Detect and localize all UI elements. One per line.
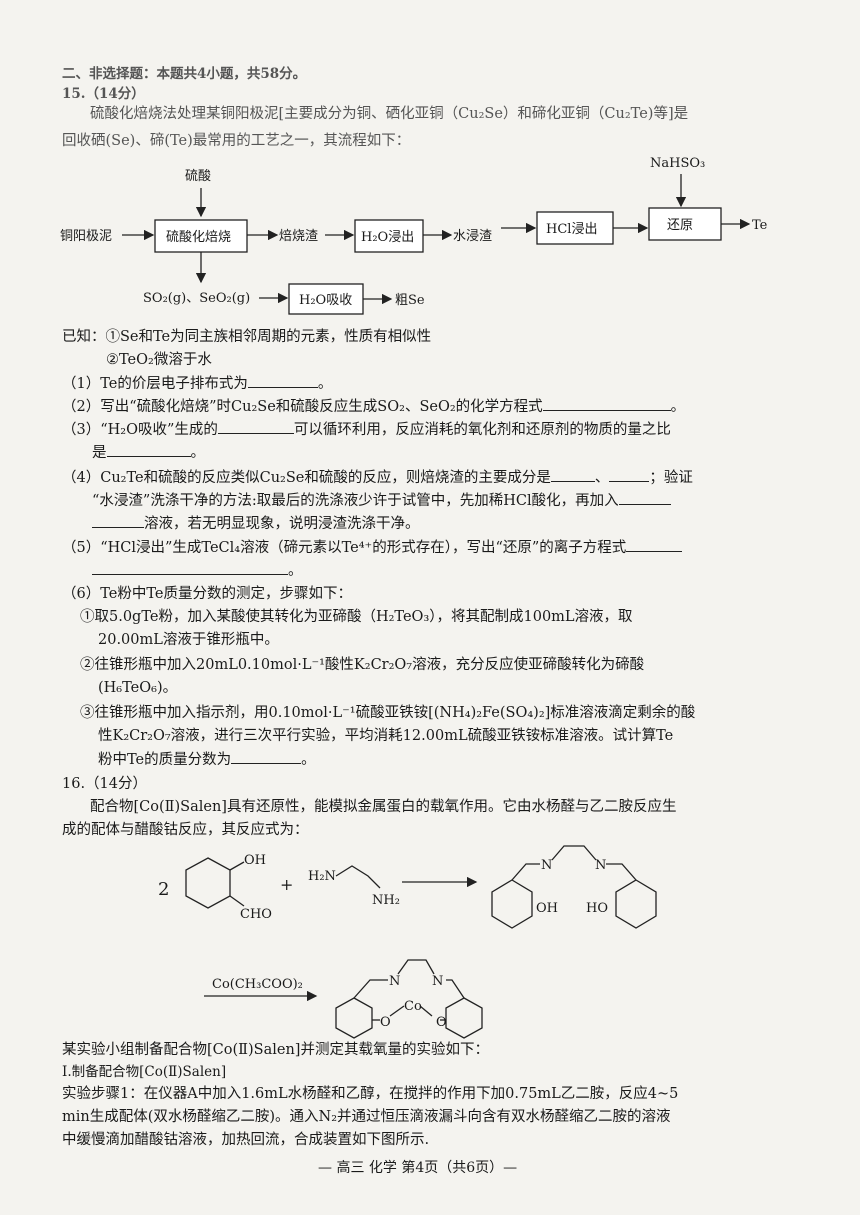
flow-reagent-nahso3: NaHSO₃ (650, 156, 705, 171)
flow-box-hcl (536, 211, 614, 245)
nitrogen-left: N (541, 858, 552, 873)
flow-reagent-sulfuric-acid: 硫酸 (185, 169, 211, 184)
benzene-ring-right (615, 879, 657, 929)
reaction-scheme: 2 OH CHO + H₂N NH₂ N N OH HO Co(CH₃COO)₂… (158, 845, 657, 1039)
answer-blank[interactable] (609, 467, 650, 482)
step-1-text: 实验步骤1：在仪器A中加入1.6mL水杨醛和乙醇，在搅拌的作用下加0.75mL乙… (62, 1086, 679, 1102)
nitrogen-right: N (595, 858, 606, 873)
flow-water-slag: 水浸渣 (453, 229, 492, 244)
step-2-cont: (H₆TeO₆)。 (98, 680, 178, 696)
q15-part-5-cont: 。 (92, 560, 303, 581)
q15-part-4-end: 溶液，若无明显现象，说明浸渣洗涤干净。 (92, 513, 420, 534)
complex-ring-right (445, 997, 483, 1039)
plus-sign: + (280, 875, 293, 894)
known-2: ②TeO₂微溶于水 (106, 352, 212, 368)
cobalt-center: Co (404, 999, 422, 1014)
complex-nitrogen-right: N (432, 974, 443, 989)
section-header: 二、非选择题：本题共4小题，共58分。 (62, 66, 307, 82)
experiment-intro: 某实验小组制备配合物[Co(Ⅱ)Salen]并测定其载氧量的实验如下： (62, 1042, 489, 1058)
q15-part-4: （4）Cu₂Te和硫酸的反应类似Cu₂Se和硫酸的反应，则焙烧渣的主要成分是、；… (62, 467, 693, 488)
step-1-cont: 20.00mL溶液于锥形瓶中。 (98, 632, 279, 648)
q15-part-6: （6）Te粉中Te质量分数的测定，步骤如下： (62, 586, 352, 602)
q15-part-3-cont: 是。 (92, 442, 205, 463)
complex-oxygen-right: O (436, 1015, 447, 1030)
answer-blank[interactable] (618, 490, 671, 505)
flow-box-h2o-absorb (288, 283, 364, 315)
aldehyde-label: CHO (240, 907, 272, 922)
ethylene-bridge (551, 845, 597, 861)
part-1-title: Ⅰ.制备配合物[Co(Ⅱ)Salen] (62, 1064, 227, 1080)
hydroxyl-left: OH (536, 901, 558, 916)
complex-nitrogen-left: N (389, 974, 400, 989)
coefficient: 2 (158, 879, 169, 900)
answer-blank[interactable] (550, 467, 595, 482)
process-flow-diagram: 硫酸 NaHSO₃ 铜阳极泥 硫酸化焙烧 焙烧渣 H₂O浸出 水浸渣 HCl浸出… (60, 156, 768, 315)
answer-blank[interactable] (106, 442, 191, 457)
step-2: ②往锥形瓶中加入20mL0.10mol·L⁻¹酸性K₂Cr₂O₇溶液，充分反应使… (80, 657, 645, 673)
step-1: ①取5.0gTe粉，加入某酸使其转化为亚碲酸（H₂TeO₃），将其配制成100m… (80, 609, 633, 625)
flow-box-hcl-label: HCl浸出 (546, 222, 597, 237)
answer-blank[interactable] (217, 419, 294, 434)
q16-intro-2: 成的配体与醋酸钴反应，其反应式为： (62, 822, 309, 838)
q16-number: 16.（14分） (62, 776, 148, 792)
benzene-ring (185, 857, 231, 909)
step-1-text-end: 中缓慢滴加醋酸钴溶液，加热回流，合成装置如下图所示. (62, 1132, 430, 1148)
q16-intro-1: 配合物[Co(Ⅱ)Salen]具有还原性，能模拟金属蛋白的载氧作用。它由水杨醛与… (90, 799, 677, 815)
q15-intro-1: 硫酸化焙烧法处理某铜阳极泥[主要成分为铜、硒化亚铜（Cu₂Se）和碲化亚铜（Cu… (90, 106, 689, 122)
flow-box-roast-label: 硫酸化焙烧 (166, 230, 231, 245)
q15-part-2: （2）写出“硫酸化焙烧”时Cu₂Se和硫酸反应生成SO₂、SeO₂的化学方程式。 (62, 396, 685, 417)
flow-product-se: 粗Se (395, 293, 425, 308)
flow-start-anode-slime: 铜阳极泥 (60, 229, 112, 244)
hydroxyl-right: HO (586, 901, 608, 916)
amine-label-left: H₂N (308, 869, 336, 884)
q15-part-4-cont: “水浸渣”洗涤干净的方法:取最后的洗涤液少许于试管中，先加稀HCl酸化，再加入 (92, 490, 671, 511)
flow-box-h2o-leach-label: H₂O浸出 (361, 230, 414, 245)
flow-box-h2o-leach (354, 219, 424, 253)
bond (353, 979, 388, 999)
complex-ring-left (335, 997, 373, 1039)
bond (229, 895, 245, 907)
answer-blank[interactable] (92, 513, 144, 528)
bond (397, 959, 435, 975)
step-1-text-cont: min生成配体(双水杨醛缩乙二胺)。通入N₂并通过恒压滴液漏斗向含有双水杨醛缩乙… (62, 1109, 671, 1125)
ethylene-chain (335, 865, 381, 889)
q15-number: 15.（14分） (62, 86, 145, 102)
amine-label-right: NH₂ (372, 893, 400, 908)
step-3: ③往锥形瓶中加入指示剂，用0.10mol·L⁻¹硫酸亚铁铵[(NH₄)₂Fe(S… (80, 705, 696, 721)
answer-blank[interactable] (231, 749, 302, 764)
known-1: 已知：①Se和Te为同主族相邻周期的元素，性质有相似性 (62, 329, 432, 345)
flow-gases: SO₂(g)、SeO₂(g) (143, 291, 250, 306)
imine-bond-left (511, 863, 540, 881)
answer-blank[interactable] (542, 396, 671, 411)
bond (419, 1005, 433, 1017)
answer-blank[interactable] (92, 560, 288, 575)
step-3-end: 粉中Te的质量分数为。 (98, 749, 316, 770)
q15-part-5: （5）“HCl浸出”生成TeCl₄溶液（碲元素以Te⁴⁺的形式存在），写出“还原… (62, 537, 683, 558)
q15-part-1: （1）Te的价层电子排布式为。 (62, 373, 332, 394)
bond (446, 979, 465, 999)
complex-oxygen-left: O (380, 1015, 391, 1030)
flow-box-roast (154, 219, 248, 253)
answer-blank[interactable] (626, 537, 683, 552)
step-3-cont: 性K₂Cr₂O₇溶液，进行三次平行实验，平均消耗12.00mL硫酸亚铁铵标准溶液… (98, 728, 674, 744)
answer-blank[interactable] (247, 373, 318, 388)
imine-bond-right (606, 863, 637, 881)
benzene-ring-left (491, 879, 533, 929)
flow-product-te: Te (752, 218, 768, 233)
bond (389, 1005, 405, 1017)
flow-slag: 焙烧渣 (279, 229, 318, 244)
page-footer: — 高三 化学 第4页（共6页）— (318, 1160, 518, 1176)
hydroxyl-label: OH (244, 853, 266, 868)
bond (229, 861, 245, 871)
flow-box-h2o-absorb-label: H₂O吸收 (299, 293, 352, 308)
cobalt-acetate-reagent: Co(CH₃COO)₂ (212, 977, 303, 992)
flow-box-reduce-label: 还原 (667, 218, 693, 233)
q15-part-3: （3）“H₂O吸收”生成的可以循环利用，反应消耗的氧化剂和还原剂的物质的量之比 (62, 419, 671, 440)
q15-intro-2: 回收硒(Se)、碲(Te)最常用的工艺之一，其流程如下： (62, 133, 411, 149)
